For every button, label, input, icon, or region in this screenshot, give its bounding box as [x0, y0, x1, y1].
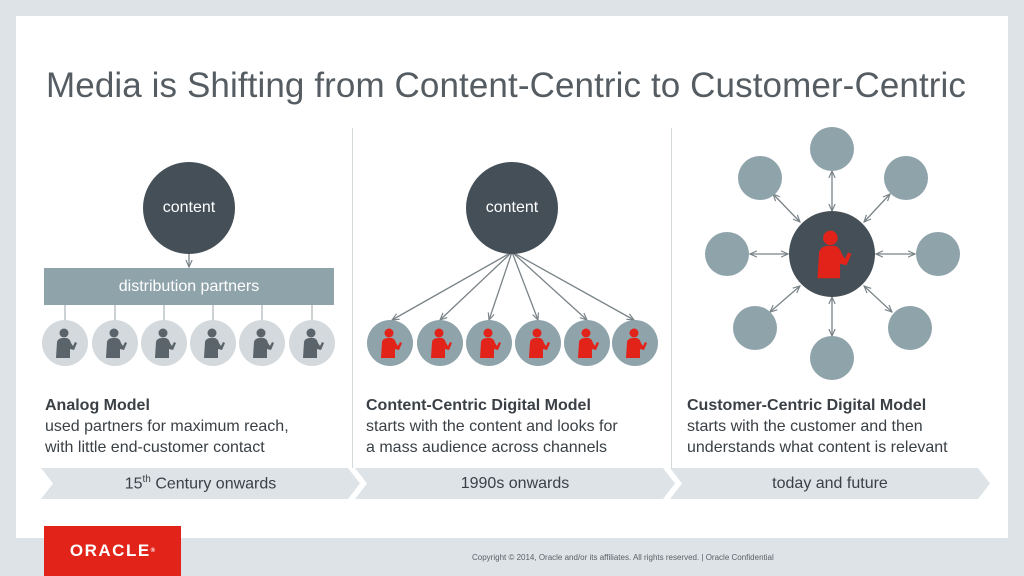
customer-icon-red	[515, 320, 561, 366]
fan-arrow	[511, 251, 587, 320]
content-satellite-circle	[705, 232, 749, 276]
customer-icon-red	[564, 320, 610, 366]
timeline-today-future: today and future	[670, 468, 990, 499]
customer-centric-title: Customer-Centric Digital Model	[687, 397, 927, 414]
content-satellite-circle	[884, 156, 928, 200]
fan-arrow	[440, 251, 513, 320]
distribution-partners-bar: distribution partners	[44, 268, 334, 305]
content-centric-title: Content-Centric Digital Model	[366, 397, 591, 414]
content-satellite-circle	[738, 156, 782, 200]
spoke-arrow	[773, 194, 800, 222]
customer-icon	[239, 320, 285, 366]
analog-model-description: Analog Model used partners for maximum r…	[45, 395, 345, 458]
spoke-arrow	[864, 194, 890, 222]
fan-arrow	[511, 251, 538, 320]
content-satellite-circle	[810, 127, 854, 171]
customer-center-circle	[789, 211, 875, 297]
content-centric-description: Content-Centric Digital Model starts wit…	[366, 395, 666, 458]
divider-1	[352, 128, 353, 468]
content-satellite-circle	[810, 336, 854, 380]
customer-centric-description: Customer-Centric Digital Model starts wi…	[687, 395, 987, 458]
content-satellite-circle	[888, 306, 932, 350]
timeline-15th-century: 15th Century onwards	[41, 468, 360, 499]
customer-icon	[141, 320, 187, 366]
customer-icon-red	[466, 320, 512, 366]
customer-red-icon	[817, 230, 852, 279]
timeline-15th-text: 15th Century onwards	[124, 473, 277, 493]
content-satellite-circle	[916, 232, 960, 276]
copyright-text: Copyright © 2014, Oracle and/or its affi…	[472, 553, 774, 562]
fan-arrow	[489, 251, 513, 320]
customer-centric-line-1: starts with the customer and then	[687, 418, 923, 435]
content-satellite-circle	[733, 306, 777, 350]
customer-icon	[289, 320, 335, 366]
content-circle-analog: content	[143, 162, 235, 254]
analog-model-line-1: used partners for maximum reach,	[45, 418, 289, 435]
content-centric-line-2: a mass audience across channels	[366, 439, 608, 456]
fan-arrow	[511, 251, 634, 320]
slide-title: Media is Shifting from Content-Centric t…	[46, 66, 967, 105]
spoke-arrow	[864, 286, 892, 312]
analog-model-line-2: with little end-customer contact	[45, 439, 265, 456]
fan-arrow	[392, 251, 513, 320]
spoke-arrow	[770, 286, 800, 312]
divider-2	[671, 128, 672, 468]
customer-icon-red	[417, 320, 463, 366]
customer-icon	[190, 320, 236, 366]
customer-icon	[42, 320, 88, 366]
customer-icon	[92, 320, 138, 366]
customer-centric-line-2: understands what content is relevant	[687, 439, 948, 456]
content-circle-digital: content	[466, 162, 558, 254]
oracle-logo: ORACLE®	[44, 526, 181, 576]
customer-icon-red	[367, 320, 413, 366]
timeline-1990s: 1990s onwards	[355, 468, 675, 499]
customer-icon-red	[612, 320, 658, 366]
content-centric-line-1: starts with the content and looks for	[366, 418, 618, 435]
analog-model-title: Analog Model	[45, 397, 150, 414]
